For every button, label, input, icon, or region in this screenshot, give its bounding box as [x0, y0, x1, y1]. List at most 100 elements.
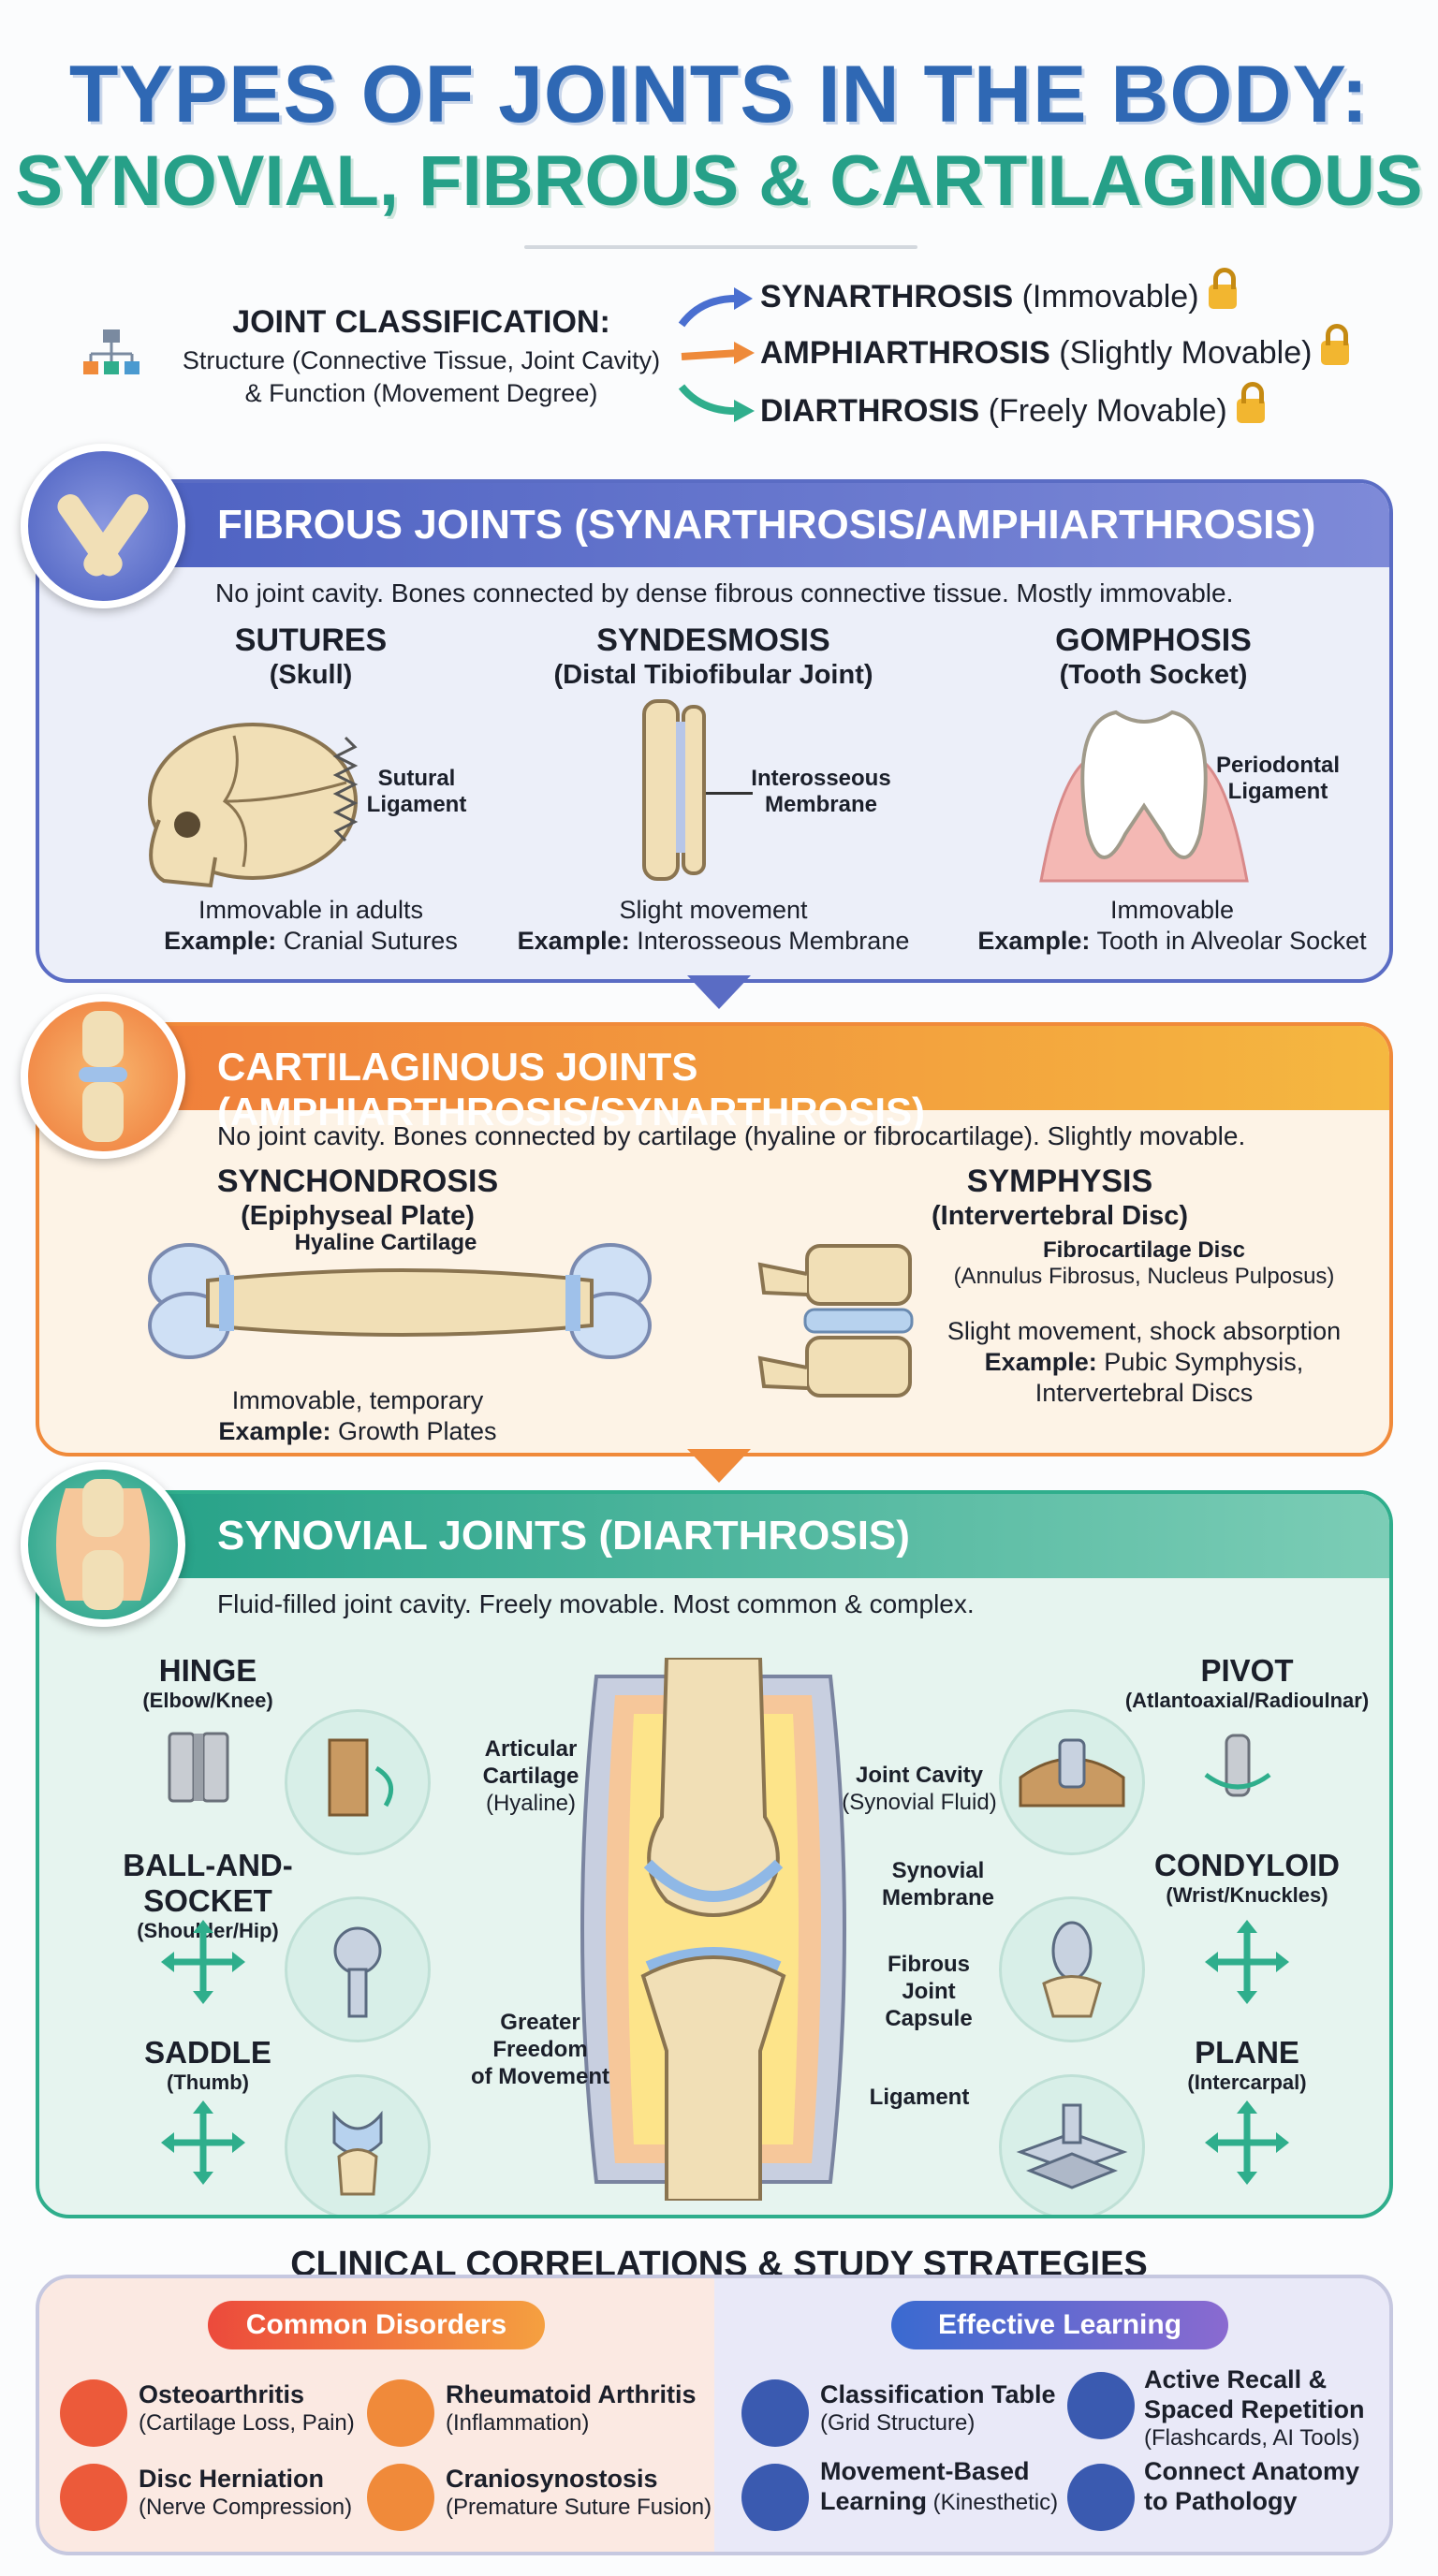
arrow-diarthrosis-icon: [678, 384, 742, 416]
example-line: Example: Pubic Symphysis,: [929, 1347, 1359, 1378]
example-value: Tooth in Alveolar Socket: [1090, 927, 1367, 955]
sutures-item: SUTURES (Skull): [152, 622, 470, 691]
symphysis-item: SYMPHYSIS (Intervertebral Disc): [873, 1163, 1247, 1232]
vertebrae-icon: [757, 1244, 914, 1398]
label-line: Articular: [484, 1736, 578, 1762]
symphysis-caption: Slight movement, shock absorption Exampl…: [929, 1316, 1359, 1409]
tibia-fibula-icon: [642, 699, 706, 881]
type-qualifier: (Immovable): [1021, 279, 1199, 315]
example-value: Pubic Symphysis,: [1096, 1348, 1304, 1376]
item-title: SYNDESMOSIS: [596, 622, 830, 658]
disc-herniation-icon: [60, 2464, 127, 2531]
type-qualifier: (Freely Movable): [988, 393, 1227, 429]
multi-direction-arrows-icon: [161, 1920, 245, 2004]
item-name: Rheumatoid Arthritis: [446, 2380, 697, 2408]
item-subtitle: (Epiphyseal Plate): [241, 1201, 475, 1231]
label-line: (Annulus Fibrosus, Nucleus Pulposus): [953, 1264, 1335, 1289]
plane-arrows-icon: [1205, 2100, 1289, 2185]
item-name: Learning: [820, 2487, 928, 2515]
gomphosis-caption: Immovable Example: Tooth in Alveolar Soc…: [976, 895, 1369, 957]
fibrous-title: FIBROUS JOINTS (SYNARTHROSIS/AMPHIARTHRO…: [217, 502, 1316, 548]
label-line: Fibrous: [888, 1952, 970, 1977]
label-line: Sutural: [377, 766, 456, 791]
caption-line: Slight movement: [619, 896, 808, 924]
knee-joint-diagram: [580, 1658, 846, 2201]
example-key: Example:: [977, 927, 1091, 955]
learning-movement-based: Movement-Based Learning (Kinesthetic): [820, 2456, 1064, 2516]
item-name: Spaced Repetition: [1144, 2395, 1365, 2423]
label-line: Fibrocartilage Disc: [1042, 1237, 1246, 1263]
item-name: Connect Anatomy: [1144, 2457, 1360, 2485]
label-line: Ligament: [366, 792, 467, 817]
example-key: Example:: [517, 927, 630, 955]
synchondrosis-item: SYNCHONDROSIS (Epiphyseal Plate): [189, 1163, 526, 1232]
label-line: Joint: [902, 1979, 956, 2004]
saddle-arrows-icon: [161, 2100, 245, 2185]
fibrous-panel: FIBROUS JOINTS (SYNARTHROSIS/AMPHIARTHRO…: [36, 479, 1393, 983]
item-desc: (Nerve Compression): [139, 2495, 353, 2520]
item-subtitle: (Tooth Socket): [1059, 660, 1248, 690]
joint-name: BALL-AND-SOCKET: [123, 1848, 293, 1918]
fibrocartilage-disc-label: Fibrocartilage Disc (Annulus Fibrosus, N…: [929, 1237, 1359, 1290]
type-qualifier: (Slightly Movable): [1059, 335, 1313, 371]
fibrous-badge-icon: [21, 444, 185, 608]
label-line: Joint Cavity: [855, 1763, 984, 1788]
caption-line: Immovable in adults: [198, 896, 424, 924]
joint-subtitle: (Atlantoaxial/Radioulnar): [1124, 1689, 1370, 1712]
saddle-icon: [332, 2110, 383, 2196]
label-line: Membrane: [764, 792, 878, 817]
clinical-panel: Common Disorders Effective Learning Oste…: [36, 2275, 1393, 2555]
label-line: Interosseous: [751, 766, 891, 791]
item-desc: (Premature Suture Fusion): [446, 2495, 712, 2520]
caption-line: Immovable: [1109, 896, 1235, 924]
example-key: Example:: [218, 1417, 331, 1445]
item-subtitle: (Intervertebral Disc): [932, 1201, 1188, 1231]
skull-icon: [148, 723, 358, 888]
synovial-membrane-label: Synovial Membrane: [863, 1857, 1013, 1911]
sutural-ligament-label: Sutural Ligament: [356, 766, 477, 818]
disorder-rheumatoid: Rheumatoid Arthritis (Inflammation): [446, 2379, 726, 2437]
classification-title: JOINT CLASSIFICATION:: [232, 304, 610, 340]
joint-name: PIVOT: [1200, 1653, 1294, 1688]
sutures-caption: Immovable in adults Example: Cranial Sut…: [114, 895, 507, 957]
label-line: (Hyaline): [485, 1791, 577, 1816]
label-line: Capsule: [885, 2006, 973, 2031]
item-name: to Pathology: [1144, 2487, 1298, 2515]
hinge-circle: [285, 1709, 431, 1855]
joint-name: SADDLE: [144, 2035, 271, 2070]
type-synarthrosis: SYNARTHROSIS (Immovable): [760, 268, 1237, 315]
example-key: Example:: [164, 927, 277, 955]
joint-name: CONDYLOID: [1154, 1848, 1340, 1882]
long-bone-icon: [148, 1243, 652, 1359]
joint-subtitle: (Elbow/Knee): [142, 1689, 273, 1712]
label-line: (Synovial Fluid): [842, 1790, 997, 1815]
classification-desc-line-1: Structure (Connective Tissue, Joint Cavi…: [182, 346, 661, 374]
label-line: Synovial: [891, 1858, 985, 1883]
synchondrosis-caption: Immovable, temporary Example: Growth Pla…: [180, 1385, 536, 1447]
label-line: Ligament: [1227, 779, 1328, 804]
osteoarthritis-icon: [60, 2379, 127, 2447]
item-subtitle: (Distal Tibiofibular Joint): [553, 660, 873, 690]
disorders-pill: Common Disorders: [208, 2301, 545, 2349]
title-divider: [524, 245, 917, 249]
greater-freedom-label: Greater Freedom of Movement: [461, 2009, 620, 2090]
syndesmosis-caption: Slight movement Example: Interosseous Me…: [507, 895, 919, 957]
arrow-synarthrosis-icon: [678, 294, 742, 328]
type-amphiarthrosis: AMPHIARTHROSIS (Slightly Movable): [760, 324, 1350, 372]
example-value: Interosseous Membrane: [629, 927, 910, 955]
ball-socket-circle: [285, 1896, 431, 2042]
cartilaginous-header: CARTILAGINOUS JOINTS (AMPHIARTHROSIS/SYN…: [39, 1026, 1389, 1134]
learning-classification-table: Classification Table (Grid Structure): [820, 2379, 1064, 2437]
item-desc: (Grid Structure): [820, 2410, 976, 2436]
type-diarthrosis: DIARTHROSIS (Freely Movable): [760, 382, 1265, 430]
cartilaginous-subtitle: No joint cavity. Bones connected by cart…: [217, 1121, 1246, 1150]
rotation-icon: [1204, 1734, 1271, 1797]
ligament-label: Ligament: [869, 2085, 970, 2110]
example-line: Example: Interosseous Membrane: [507, 926, 919, 957]
learning-connect-anatomy: Connect Anatomy to Pathology: [1144, 2456, 1378, 2516]
synovial-header: SYNOVIAL JOINTS (DIARTHROSIS): [39, 1494, 1389, 1578]
label-line: of Movement: [470, 2064, 609, 2089]
label-line: Periodontal: [1215, 753, 1340, 778]
joint-subtitle: (Intercarpal): [1187, 2071, 1307, 2094]
learning-pill: Effective Learning: [891, 2301, 1228, 2349]
